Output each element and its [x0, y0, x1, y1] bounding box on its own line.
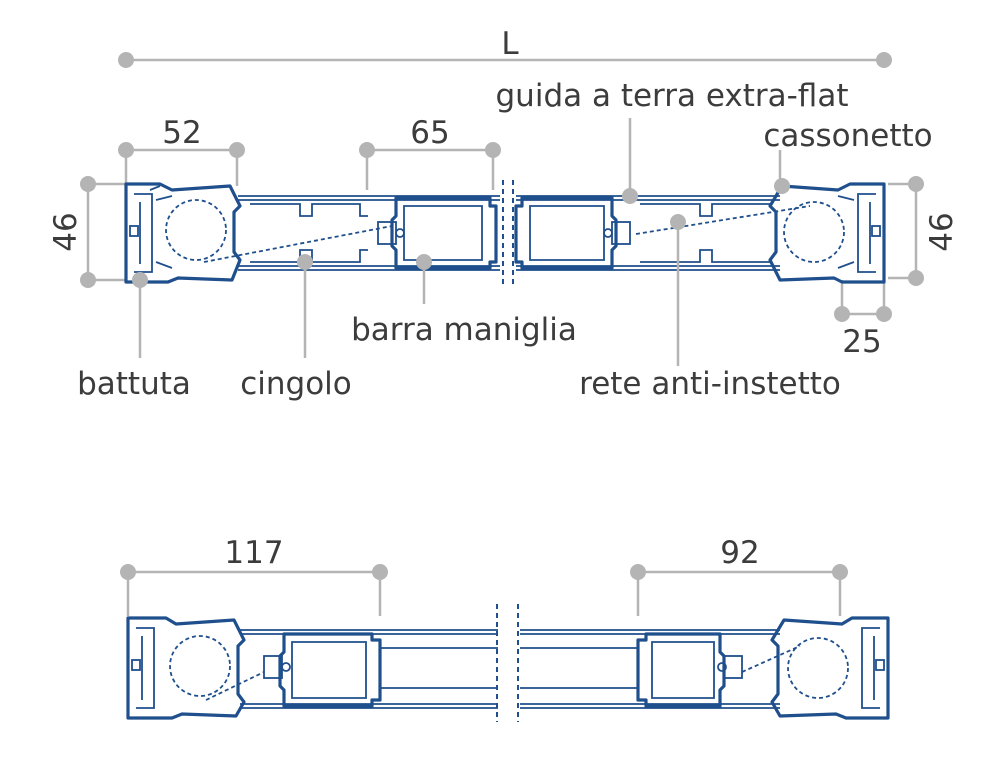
- bottom-left-width-dimension: 117: [120, 535, 388, 616]
- cassette-width-left-label: 52: [162, 115, 201, 151]
- overall-length-dimension: L: [118, 26, 892, 68]
- insect-screen-label: rete anti-instetto: [579, 366, 841, 402]
- stop-label: battuta: [77, 366, 191, 402]
- track-label: cingolo: [240, 366, 352, 402]
- top-section-drawing: L 52 65 46: [48, 26, 960, 402]
- handle-bar-width-dimension: 65: [359, 115, 501, 190]
- right-handle-bar: [514, 196, 631, 270]
- bottom-right-width-label: 92: [720, 535, 759, 571]
- right-cassette-profile: [768, 182, 886, 284]
- cassette-label: cassonetto: [763, 118, 932, 154]
- handle-bar-width-label: 65: [410, 115, 449, 151]
- floor-guide-label: guida a terra extra-flat: [496, 78, 849, 114]
- overall-length-label: L: [501, 26, 519, 62]
- right-track: [635, 203, 811, 263]
- bottom-left-width-label: 117: [224, 535, 283, 571]
- bottom-section-drawing: 117 92: [120, 535, 890, 722]
- bottom-right-cassette-profile: [770, 616, 890, 720]
- left-handle-bar: [377, 196, 498, 270]
- height-right-dimension: 46: [888, 176, 960, 286]
- cassette-width-left-dimension: 52: [118, 115, 245, 186]
- left-rails: [238, 195, 500, 271]
- height-left-label: 46: [48, 212, 84, 251]
- right-rails: [516, 195, 780, 271]
- bottom-right-width-dimension: 92: [630, 535, 848, 616]
- height-left-dimension: 46: [48, 176, 126, 288]
- top-leaders: [132, 118, 790, 366]
- bottom-left-handle-bar: [205, 632, 382, 708]
- bottom-right-handle-bar: [636, 632, 801, 708]
- handle-bar-label: barra maniglia: [351, 312, 577, 348]
- bottom-right-rails: [520, 629, 780, 709]
- left-track: [203, 203, 393, 263]
- bottom-left-cassette-profile: [126, 616, 246, 720]
- cassette-offset-right-label: 25: [842, 324, 881, 360]
- cassette-offset-right-dimension: 25: [834, 280, 892, 360]
- left-cassette-profile: [124, 182, 242, 284]
- height-right-label: 46: [924, 212, 960, 251]
